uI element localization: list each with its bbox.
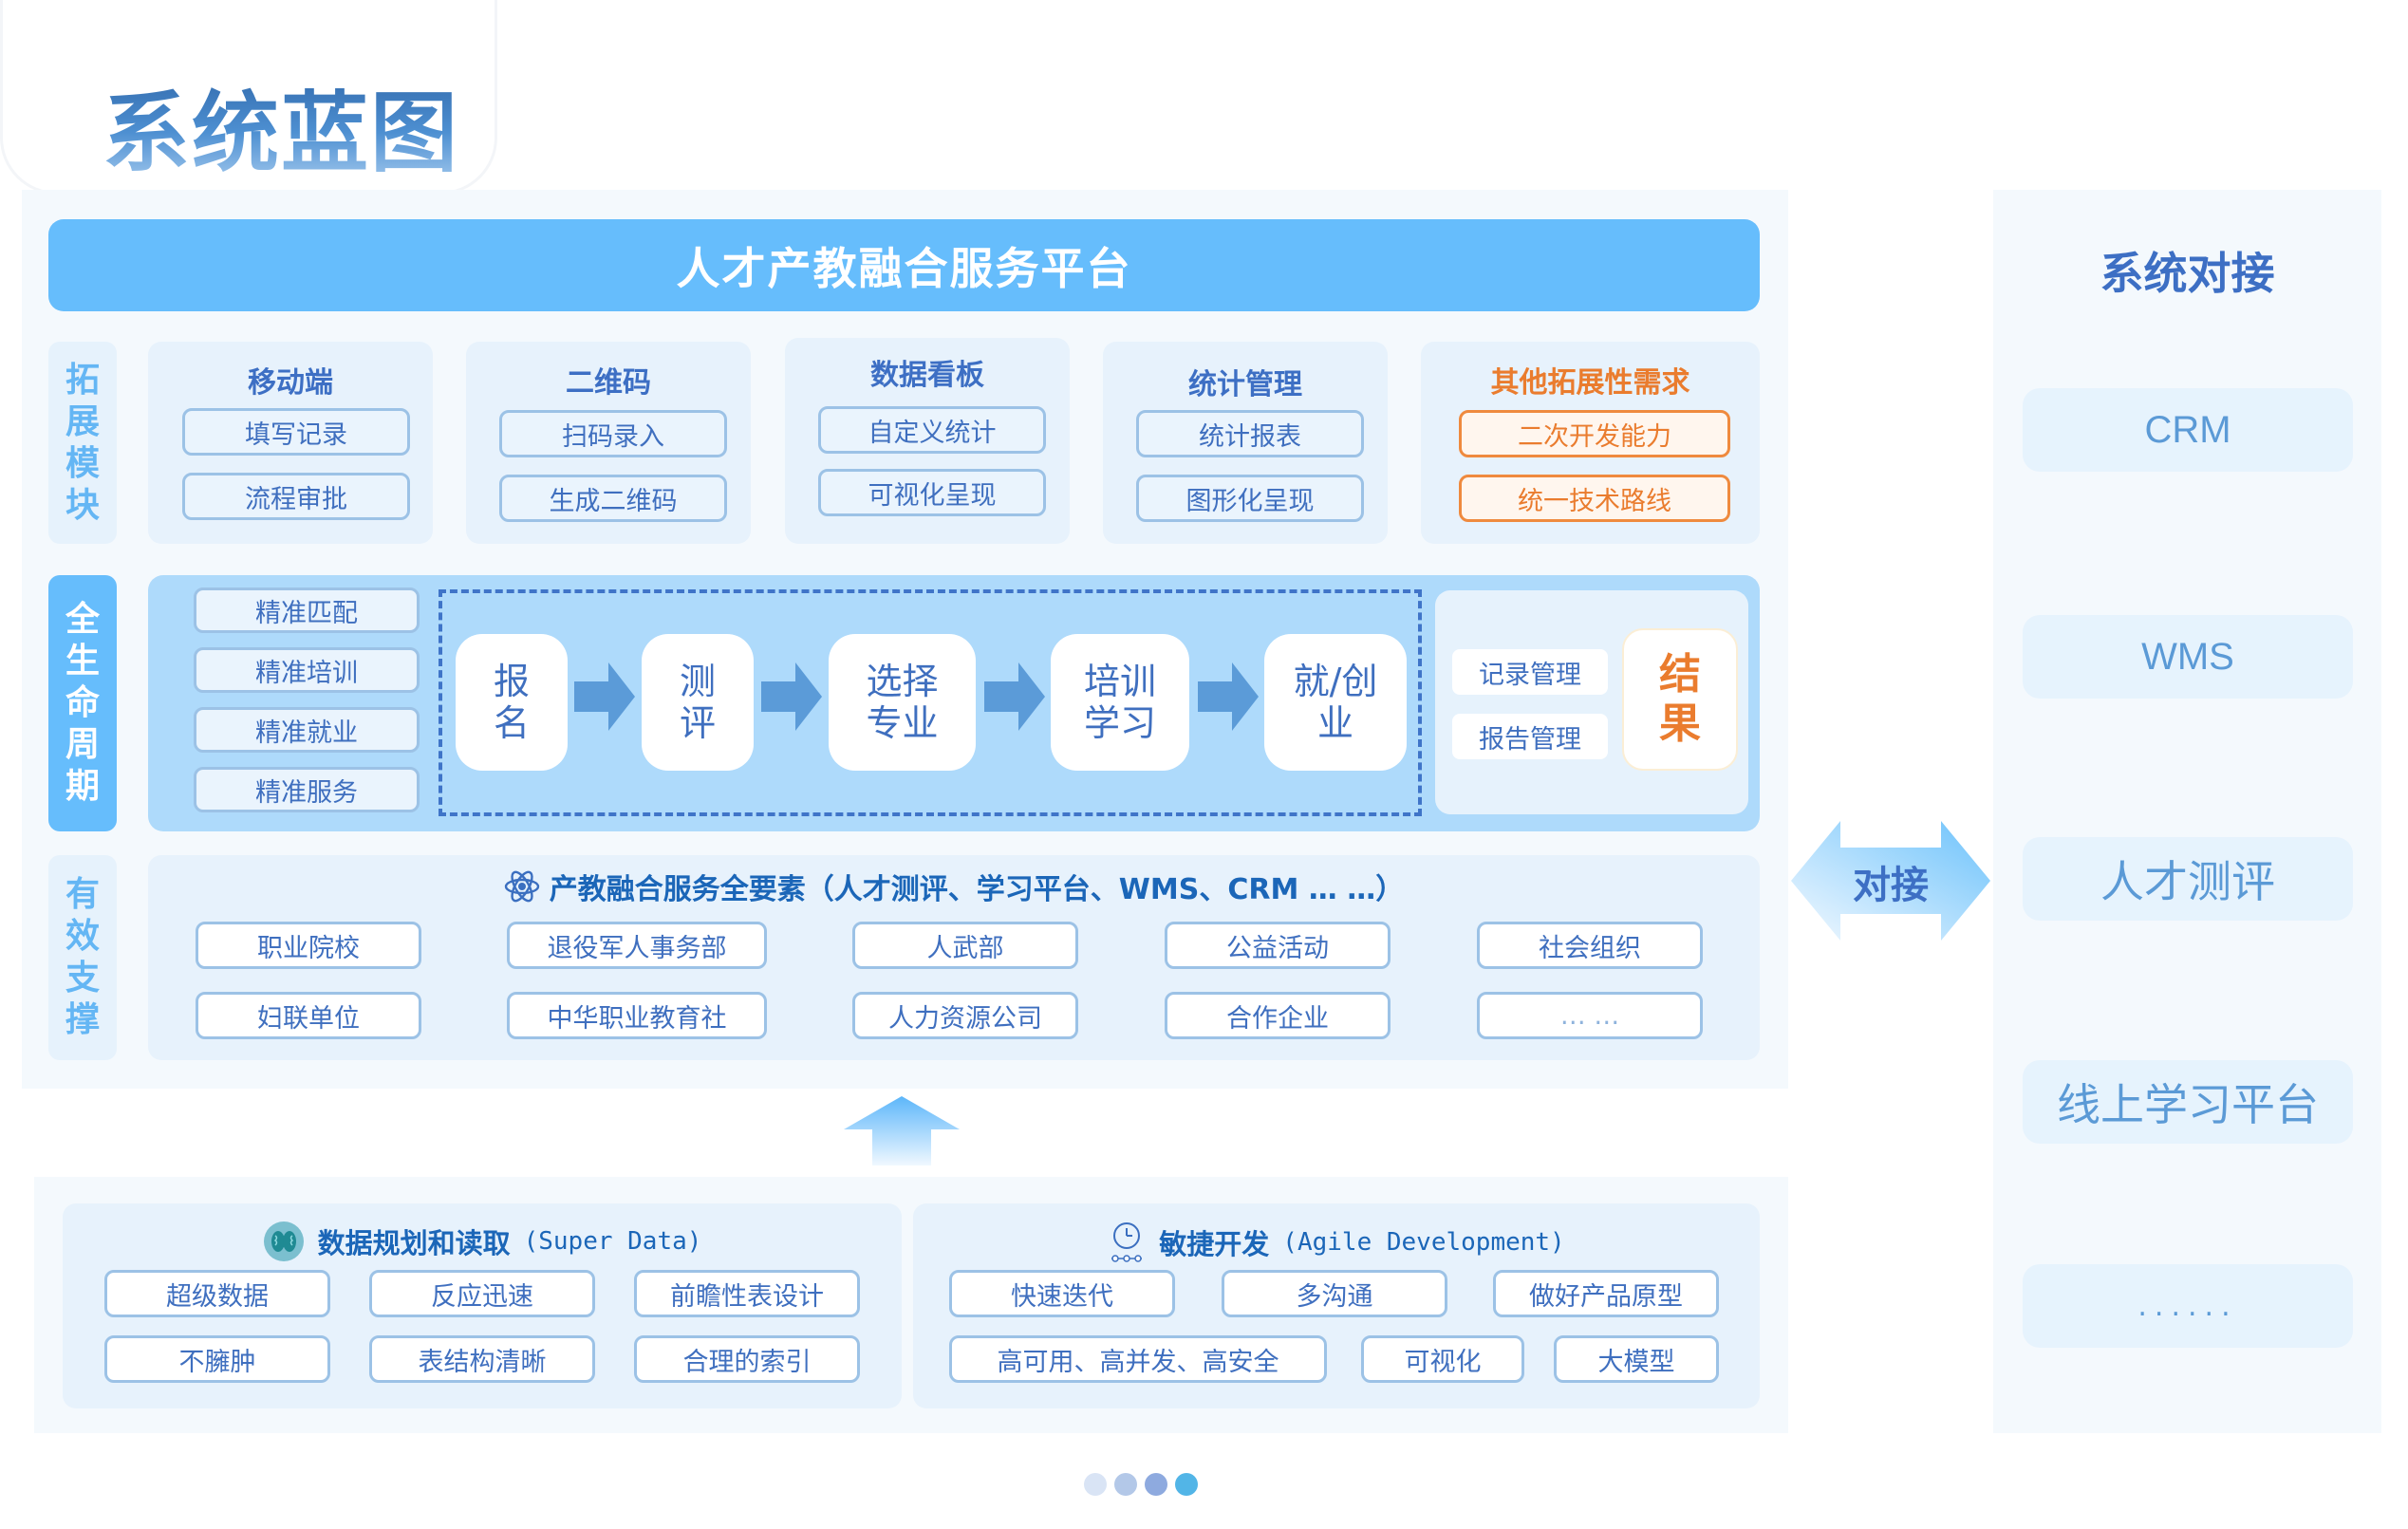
module-title: 移动端 — [248, 366, 333, 400]
bidirectional-arrow-icon — [1791, 821, 1990, 941]
data-item[interactable]: 表结构清晰 — [369, 1335, 595, 1383]
agile-item[interactable]: 快速迭代 — [949, 1270, 1175, 1317]
step-training[interactable]: 培训学习 — [1051, 634, 1189, 771]
precision-item[interactable]: 精准服务 — [194, 767, 420, 812]
agile-item[interactable]: 高可用、高并发、高安全 — [949, 1335, 1327, 1383]
brain-icon — [263, 1221, 304, 1261]
module-item[interactable]: 统计报表 — [1136, 410, 1364, 457]
support-item[interactable]: 人武部 — [852, 922, 1078, 969]
support-item[interactable]: 人力资源公司 — [852, 992, 1078, 1039]
result-box: 结 果 — [1622, 628, 1738, 771]
module-card-qrcode: 二维码 扫码录入 生成二维码 — [466, 342, 751, 544]
module-item[interactable]: 可视化呈现 — [818, 469, 1046, 516]
system-talent-assessment[interactable]: 人才测评 — [2023, 837, 2353, 921]
data-planning-title: 数据规划和读取 (Super Data) — [63, 1221, 902, 1262]
connector-label: 对接 — [1853, 864, 1929, 907]
module-card-dashboard: 数据看板 自定义统计 可视化呈现 — [785, 338, 1070, 544]
row-label-support: 有 效 支 撑 — [48, 855, 117, 1060]
module-item[interactable]: 生成二维码 — [499, 475, 727, 522]
step-signup[interactable]: 报名 — [456, 634, 568, 771]
module-item[interactable]: 扫码录入 — [499, 410, 727, 457]
module-card-statistics: 统计管理 统计报表 图形化呈现 — [1103, 342, 1388, 544]
data-item[interactable]: 前瞻性表设计 — [634, 1270, 860, 1317]
arrow-right-icon — [1198, 662, 1259, 731]
support-item[interactable]: 中华职业教育社 — [507, 992, 767, 1039]
row-label-extension: 拓 展 模 块 — [48, 342, 117, 544]
system-online-learning[interactable]: 线上学习平台 — [2023, 1060, 2353, 1144]
agile-item[interactable]: 多沟通 — [1222, 1270, 1447, 1317]
module-item[interactable]: 填写记录 — [182, 408, 410, 456]
stopwatch-icon — [1111, 1222, 1143, 1262]
data-item[interactable]: 反应迅速 — [369, 1270, 595, 1317]
data-item[interactable]: 超级数据 — [104, 1270, 330, 1317]
data-item[interactable]: 合理的索引 — [634, 1335, 860, 1383]
title-card — [0, 0, 497, 195]
support-item[interactable]: 妇联单位 — [196, 992, 421, 1039]
module-title: 统计管理 — [1188, 368, 1302, 401]
integration-title: 系统对接 — [2100, 248, 2275, 299]
row-label-lifecycle: 全 生 命 周 期 — [48, 575, 117, 831]
pager-dot-3[interactable] — [1145, 1473, 1167, 1496]
agile-title: 敏捷开发 (Agile Development) — [913, 1221, 1760, 1264]
atom-icon — [504, 870, 539, 903]
agile-item[interactable]: 可视化 — [1361, 1335, 1524, 1383]
precision-item[interactable]: 精准匹配 — [194, 587, 420, 633]
module-card-other: 其他拓展性需求 二次开发能力 统一技术路线 — [1421, 342, 1760, 544]
integration-panel — [1993, 190, 2381, 1433]
process-flow-frame — [439, 589, 1422, 816]
data-item[interactable]: 不臃肿 — [104, 1335, 330, 1383]
module-item[interactable]: 自定义统计 — [818, 406, 1046, 454]
step-assessment[interactable]: 测评 — [642, 634, 754, 771]
system-crm[interactable]: CRM — [2023, 388, 2353, 472]
module-title: 数据看板 — [870, 359, 984, 392]
page-title: 系统蓝图 — [103, 63, 459, 189]
precision-item[interactable]: 精准培训 — [194, 647, 420, 693]
support-title: 产教融合服务全要素（人才测评、学习平台、WMS、CRM … …） — [148, 866, 1760, 907]
module-item[interactable]: 流程审批 — [182, 473, 410, 520]
support-item[interactable]: … … — [1477, 992, 1703, 1039]
precision-item[interactable]: 精准就业 — [194, 707, 420, 753]
pager-dot-2[interactable] — [1114, 1473, 1137, 1496]
agile-card: 敏捷开发 (Agile Development) 快速迭代 多沟通 做好产品原型… — [913, 1203, 1760, 1408]
step-choose-major[interactable]: 选择专业 — [829, 634, 976, 771]
module-title: 其他拓展性需求 — [1490, 366, 1690, 400]
pager-dot-1[interactable] — [1084, 1473, 1107, 1496]
module-card-mobile: 移动端 填写记录 流程审批 — [148, 342, 433, 544]
module-item[interactable]: 二次开发能力 — [1459, 410, 1730, 457]
report-management[interactable]: 报告管理 — [1452, 714, 1608, 759]
system-wms[interactable]: WMS — [2023, 615, 2353, 699]
record-management[interactable]: 记录管理 — [1452, 649, 1608, 695]
step-employment[interactable]: 就/创业 — [1264, 634, 1407, 771]
agile-item[interactable]: 做好产品原型 — [1493, 1270, 1719, 1317]
pager — [1084, 1473, 1198, 1496]
module-item[interactable]: 图形化呈现 — [1136, 475, 1364, 522]
support-item[interactable]: 退役军人事务部 — [507, 922, 767, 969]
arrow-up-icon — [844, 1096, 960, 1165]
agile-item[interactable]: 大模型 — [1554, 1335, 1719, 1383]
module-item[interactable]: 统一技术路线 — [1459, 475, 1730, 522]
arrow-right-icon — [761, 662, 822, 731]
module-title: 二维码 — [566, 366, 651, 400]
platform-header: 人才产教融合服务平台 — [48, 219, 1760, 311]
system-more[interactable]: ...... — [2023, 1264, 2353, 1348]
data-planning-card: 数据规划和读取 (Super Data) 超级数据 反应迅速 前瞻性表设计 不臃… — [63, 1203, 902, 1408]
support-item[interactable]: 职业院校 — [196, 922, 421, 969]
pager-dot-4-active[interactable] — [1175, 1473, 1198, 1496]
support-item[interactable]: 社会组织 — [1477, 922, 1703, 969]
arrow-right-icon — [984, 662, 1045, 731]
arrow-right-icon — [574, 662, 635, 731]
support-item[interactable]: 公益活动 — [1165, 922, 1391, 969]
support-item[interactable]: 合作企业 — [1165, 992, 1391, 1039]
